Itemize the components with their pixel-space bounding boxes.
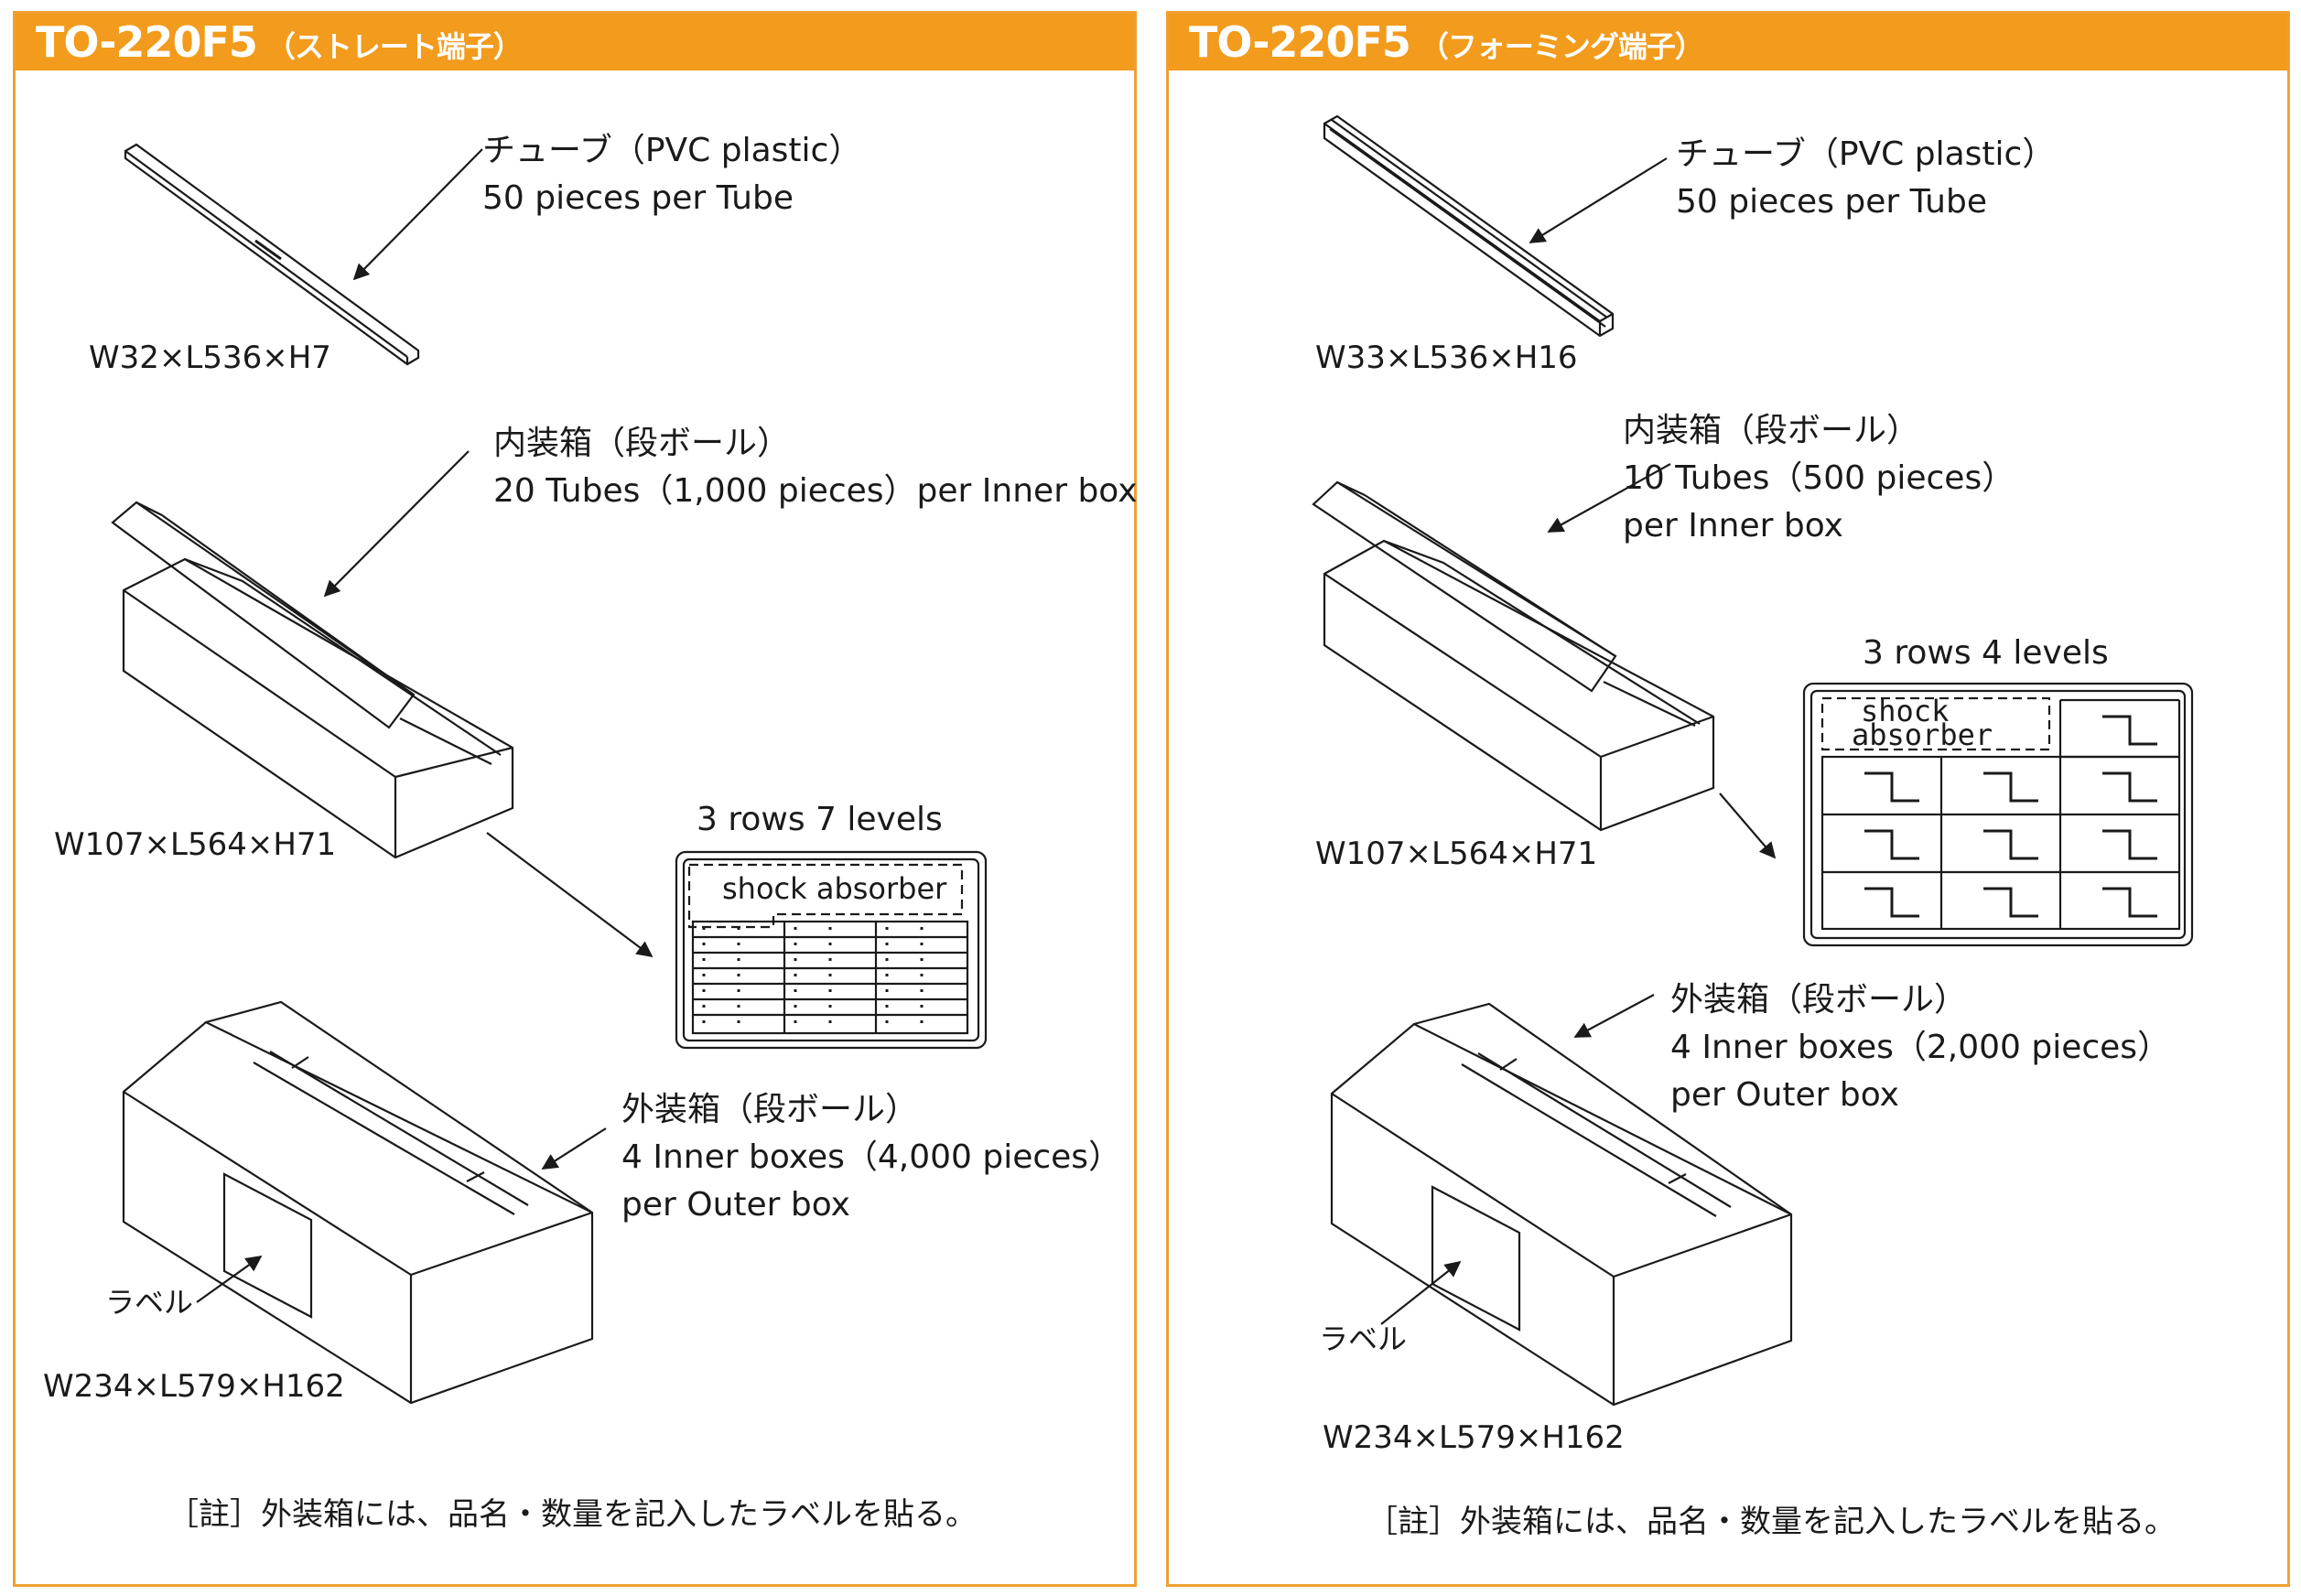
tube-quantity-label: 50 pieces per Tube	[1676, 183, 1987, 221]
lead-type: （ストレート端子）	[265, 29, 523, 64]
shock-absorber-label-line-1: shock	[1861, 694, 1950, 728]
outer-box-per-label: per Outer box	[1670, 1076, 1899, 1114]
tube-drawing	[1323, 114, 1615, 338]
layout-arrow	[1719, 793, 1777, 859]
panel-title: TO-220F5（フォーミング端子）	[1189, 17, 1704, 71]
note-text: ［註］外装箱には、品名・数量を記入したラベルを貼る。	[167, 1496, 977, 1533]
outer-box-leader	[1573, 994, 1655, 1038]
outer-box-material-label: 外装箱（段ボール）	[621, 1091, 919, 1128]
inner-box-material-label: 内装箱（段ボール）	[1623, 412, 1920, 449]
inner-box-leader	[1547, 463, 1671, 533]
panel-title: TO-220F5（ストレート端子）	[36, 17, 523, 71]
outer-box-material-label: 外装箱（段ボール）	[1670, 981, 1968, 1019]
label-tag-leader	[196, 1255, 263, 1303]
label-tag-leader	[1380, 1260, 1462, 1325]
package-name: TO-220F5	[36, 17, 258, 67]
tube-quantity-label: 50 pieces per Tube	[482, 179, 794, 217]
outer-box-quantity-label: 4 Inner boxes（2,000 pieces）	[1670, 1029, 2171, 1066]
inner-box-material-label: 内装箱（段ボール）	[493, 425, 791, 462]
package-name: TO-220F5	[1189, 17, 1411, 67]
inner-box-dimensions: W107×L564×H71	[54, 826, 337, 863]
layout-title: 3 rows 7 levels	[697, 801, 943, 838]
tube-drawing	[124, 143, 420, 366]
outer-box-dimensions: W234×L579×H162	[43, 1368, 345, 1405]
label-tag: ラベル	[105, 1285, 194, 1320]
tube-material-label: チューブ（PVC plastic）	[482, 132, 862, 169]
panel-title-bar: TO-220F5（ストレート端子）	[16, 14, 1134, 70]
panel-title-bar: TO-220F5（フォーミング端子）	[1169, 14, 2287, 70]
outer-box-dimensions: W234×L579×H162	[1323, 1419, 1625, 1456]
note-text: ［註］外装箱には、品名・数量を記入したラベルを貼る。	[1367, 1504, 2176, 1540]
layout-3x7-drawing	[675, 850, 988, 1050]
layout-arrow	[486, 832, 654, 958]
tube-material-label: チューブ（PVC plastic）	[1676, 135, 2056, 173]
tube-leader	[1529, 157, 1668, 243]
layout-3x4-drawing	[1802, 682, 2194, 947]
outer-box-drawing	[122, 1000, 594, 1405]
tube-dimensions: W33×L536×H16	[1315, 340, 1578, 376]
inner-box-drawing	[1312, 480, 1715, 832]
packaging-drawing	[111, 143, 988, 1405]
packaging-drawing	[1312, 114, 2194, 1407]
inner-box-quantity-label: 20 Tubes（1,000 pieces）per Inner box	[493, 472, 1138, 510]
tube-leader	[352, 148, 483, 281]
inner-box-leader	[323, 450, 470, 598]
outer-box-per-label: per Outer box	[621, 1186, 850, 1224]
label-tag: ラベル	[1319, 1321, 1408, 1356]
layout-title: 3 rows 4 levels	[1863, 634, 2109, 672]
shock-absorber-label: shock absorber	[722, 871, 947, 906]
shock-absorber-label-line-2: absorber	[1852, 717, 1993, 752]
panel-formed-leads: TO-220F5（フォーミング端子）	[1166, 11, 2290, 1587]
outer-box-quantity-label: 4 Inner boxes（4,000 pieces）	[621, 1138, 1122, 1176]
inner-box-per-label: per Inner box	[1623, 507, 1843, 545]
outer-box-drawing	[1330, 1002, 1793, 1407]
inner-box-dimensions: W107×L564×H71	[1315, 836, 1598, 872]
panel-straight-leads: TO-220F5（ストレート端子）	[13, 11, 1138, 1587]
tube-dimensions: W32×L536×H7	[89, 340, 331, 376]
inner-box-quantity-label: 10 Tubes（500 pieces）	[1623, 459, 2015, 497]
outer-box-leader	[541, 1127, 607, 1170]
lead-type: （フォーミング端子）	[1419, 29, 1704, 64]
inner-box-drawing	[111, 501, 514, 859]
